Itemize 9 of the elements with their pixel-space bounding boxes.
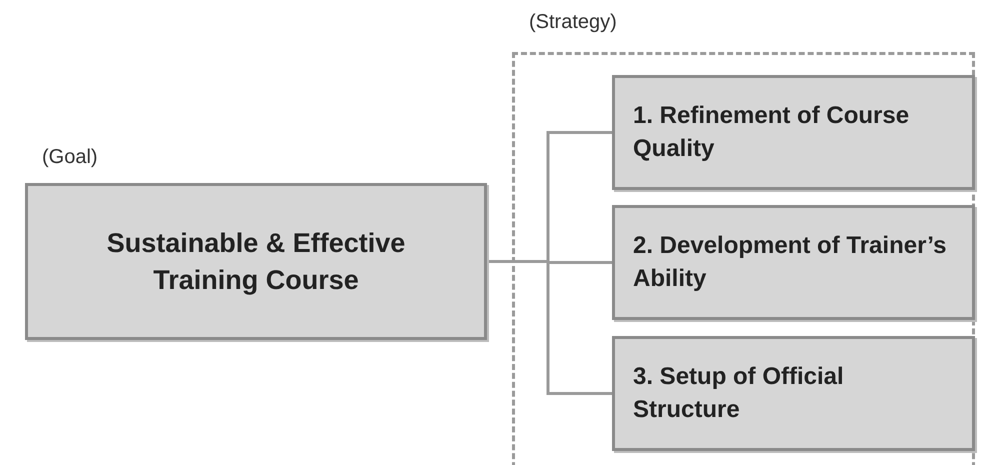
box-text: 1. Refinement of Course Quality — [633, 101, 910, 164]
box-text: Sustainable & Effective Training Course — [106, 227, 406, 297]
box-text: 3. Setup of Official Structure — [633, 362, 845, 424]
strategy-box — [612, 205, 975, 320]
goal-heading: (Goal) — [42, 146, 98, 169]
box-text: 2. Development of Trainer’s Ability — [633, 231, 948, 294]
strategy-box — [612, 75, 975, 190]
strategy-box — [612, 336, 975, 451]
strategy-heading: (Strategy) — [529, 11, 617, 34]
